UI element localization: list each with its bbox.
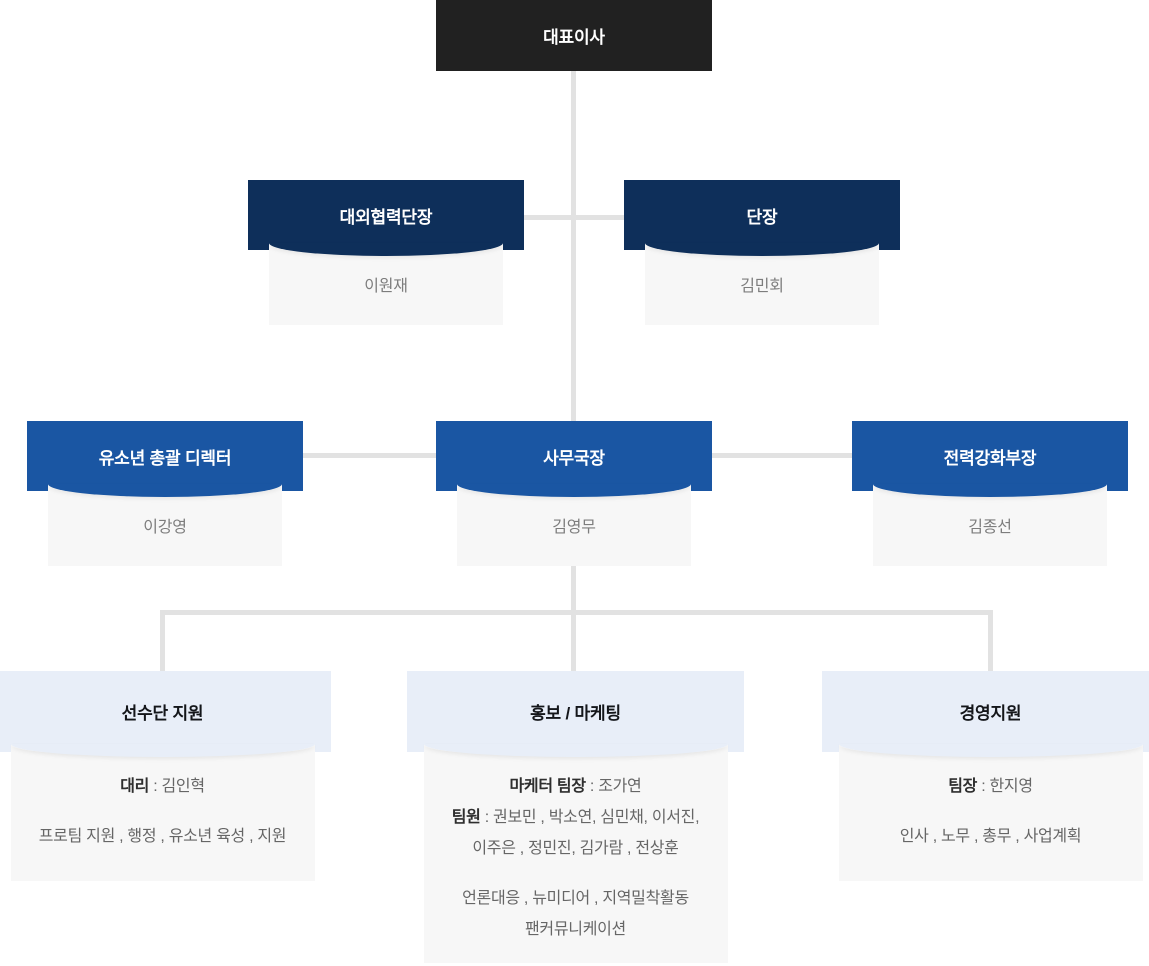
role-label: 대리	[120, 778, 150, 795]
connector-drop-center	[571, 610, 576, 671]
connector-drop-left	[160, 610, 165, 671]
ceo-title: 대표이사	[543, 28, 605, 47]
detail-row: 프로팀 지원 , 행정 , 유소년 육성 , 지원	[19, 821, 307, 852]
role-text: 인사 , 노무 , 총무 , 사업계획	[899, 828, 1082, 845]
person-name: 김영무	[552, 519, 596, 536]
role-text: 언론대응 , 뉴미디어 , 지역밀착활동	[462, 890, 689, 907]
org-node-team-support: 선수단 지원 대리 : 김인혁 프로팀 지원 , 행정 , 유소년 육성 , 지…	[0, 671, 331, 881]
connector-root-to-secretary-general	[571, 71, 576, 421]
person-name: 김민회	[740, 278, 784, 295]
node-title: 선수단 지원	[121, 704, 204, 723]
role-label: 팀원	[451, 809, 481, 826]
org-node-secretary-general: 사무국장 김영무	[436, 421, 712, 566]
connector-level3-right	[712, 453, 852, 458]
role-text: : 김인혁	[149, 778, 205, 795]
card-top-arc	[10, 744, 315, 757]
person-name: 김종선	[968, 519, 1012, 536]
node-title-box: 전력강화부장	[852, 421, 1128, 491]
role-text: 프로팀 지원 , 행정 , 유소년 육성 , 지원	[38, 828, 287, 845]
node-title-box: 홍보 / 마케팅	[407, 671, 744, 752]
person-name: 이원재	[364, 278, 408, 295]
org-node-external-cooperation-head: 대외협력단장 이원재	[248, 180, 524, 325]
node-title: 홍보 / 마케팅	[530, 704, 621, 723]
role-label: 마케터 팀장	[509, 778, 587, 795]
connector-secretary-to-branch	[571, 566, 576, 612]
org-node-strengthening-manager: 전력강화부장 김종선	[852, 421, 1128, 566]
card-top-arc	[48, 484, 282, 497]
detail-row: 이주은 , 정민진, 김가람 , 전상훈	[432, 833, 720, 864]
node-title: 경영지원	[959, 704, 1022, 723]
node-title: 사무국장	[543, 448, 605, 468]
card-top-arc	[423, 744, 728, 757]
node-title: 유소년 총괄 디렉터	[98, 448, 232, 468]
detail-row: 마케터 팀장 : 조가연	[432, 771, 720, 802]
detail-row: 인사 , 노무 , 총무 , 사업계획	[847, 821, 1135, 852]
ceo-title-box: 대표이사	[436, 0, 712, 71]
detail-row: 대리 : 김인혁	[19, 771, 307, 802]
org-node-head-of-delegation: 단장 김민회	[624, 180, 900, 325]
detail-card: 대리 : 김인혁 프로팀 지원 , 행정 , 유소년 육성 , 지원	[10, 744, 315, 881]
node-title-box: 대외협력단장	[248, 180, 524, 250]
role-text: : 한지영	[977, 778, 1033, 795]
person-name: 이강영	[143, 519, 187, 536]
detail-row: 언론대응 , 뉴미디어 , 지역밀착활동	[432, 883, 720, 914]
node-title-box: 유소년 총괄 디렉터	[27, 421, 303, 491]
detail-card: 마케터 팀장 : 조가연 팀원 : 권보민 , 박소연, 심민채, 이서진, 이…	[423, 744, 728, 963]
name-card: 김영무	[457, 484, 691, 566]
card-top-arc	[457, 484, 691, 497]
detail-card: 팀장 : 한지영 인사 , 노무 , 총무 , 사업계획	[838, 744, 1143, 881]
name-card: 김민회	[645, 243, 879, 325]
name-card: 김종선	[873, 484, 1107, 566]
connector-level3-left	[303, 453, 436, 458]
connector-drop-right	[988, 610, 993, 671]
card-top-arc	[873, 484, 1107, 497]
org-node-ceo: 대표이사	[436, 0, 712, 71]
node-title-box: 사무국장	[436, 421, 712, 491]
node-title: 단장	[746, 207, 778, 227]
name-card: 이원재	[269, 243, 503, 325]
connector-level4-horizontal	[160, 610, 993, 615]
role-text: 이주은 , 정민진, 김가람 , 전상훈	[472, 840, 679, 857]
role-text: 팬커뮤니케이션	[525, 921, 626, 938]
role-label: 팀장	[948, 778, 978, 795]
org-node-pr-marketing: 홍보 / 마케팅 마케터 팀장 : 조가연 팀원 : 권보민 , 박소연, 심민…	[407, 671, 744, 963]
role-text: : 조가연	[585, 778, 642, 795]
connector-level2-horizontal	[524, 215, 624, 220]
detail-row: 팀장 : 한지영	[847, 771, 1135, 802]
node-title-box: 경영지원	[822, 671, 1149, 752]
card-top-arc	[269, 243, 503, 256]
card-top-arc	[838, 744, 1143, 757]
name-card: 이강영	[48, 484, 282, 566]
detail-row: 팬커뮤니케이션	[432, 914, 720, 945]
org-node-management-support: 경영지원 팀장 : 한지영 인사 , 노무 , 총무 , 사업계획	[822, 671, 1149, 881]
node-title-box: 단장	[624, 180, 900, 250]
card-top-arc	[645, 243, 879, 256]
node-title-box: 선수단 지원	[0, 671, 331, 752]
node-title: 대외협력단장	[339, 207, 433, 227]
node-title: 전력강화부장	[943, 448, 1037, 468]
role-text: : 권보민 , 박소연, 심민채, 이서진,	[480, 809, 700, 826]
detail-row: 팀원 : 권보민 , 박소연, 심민채, 이서진,	[432, 802, 720, 833]
org-node-youth-director: 유소년 총괄 디렉터 이강영	[27, 421, 303, 566]
